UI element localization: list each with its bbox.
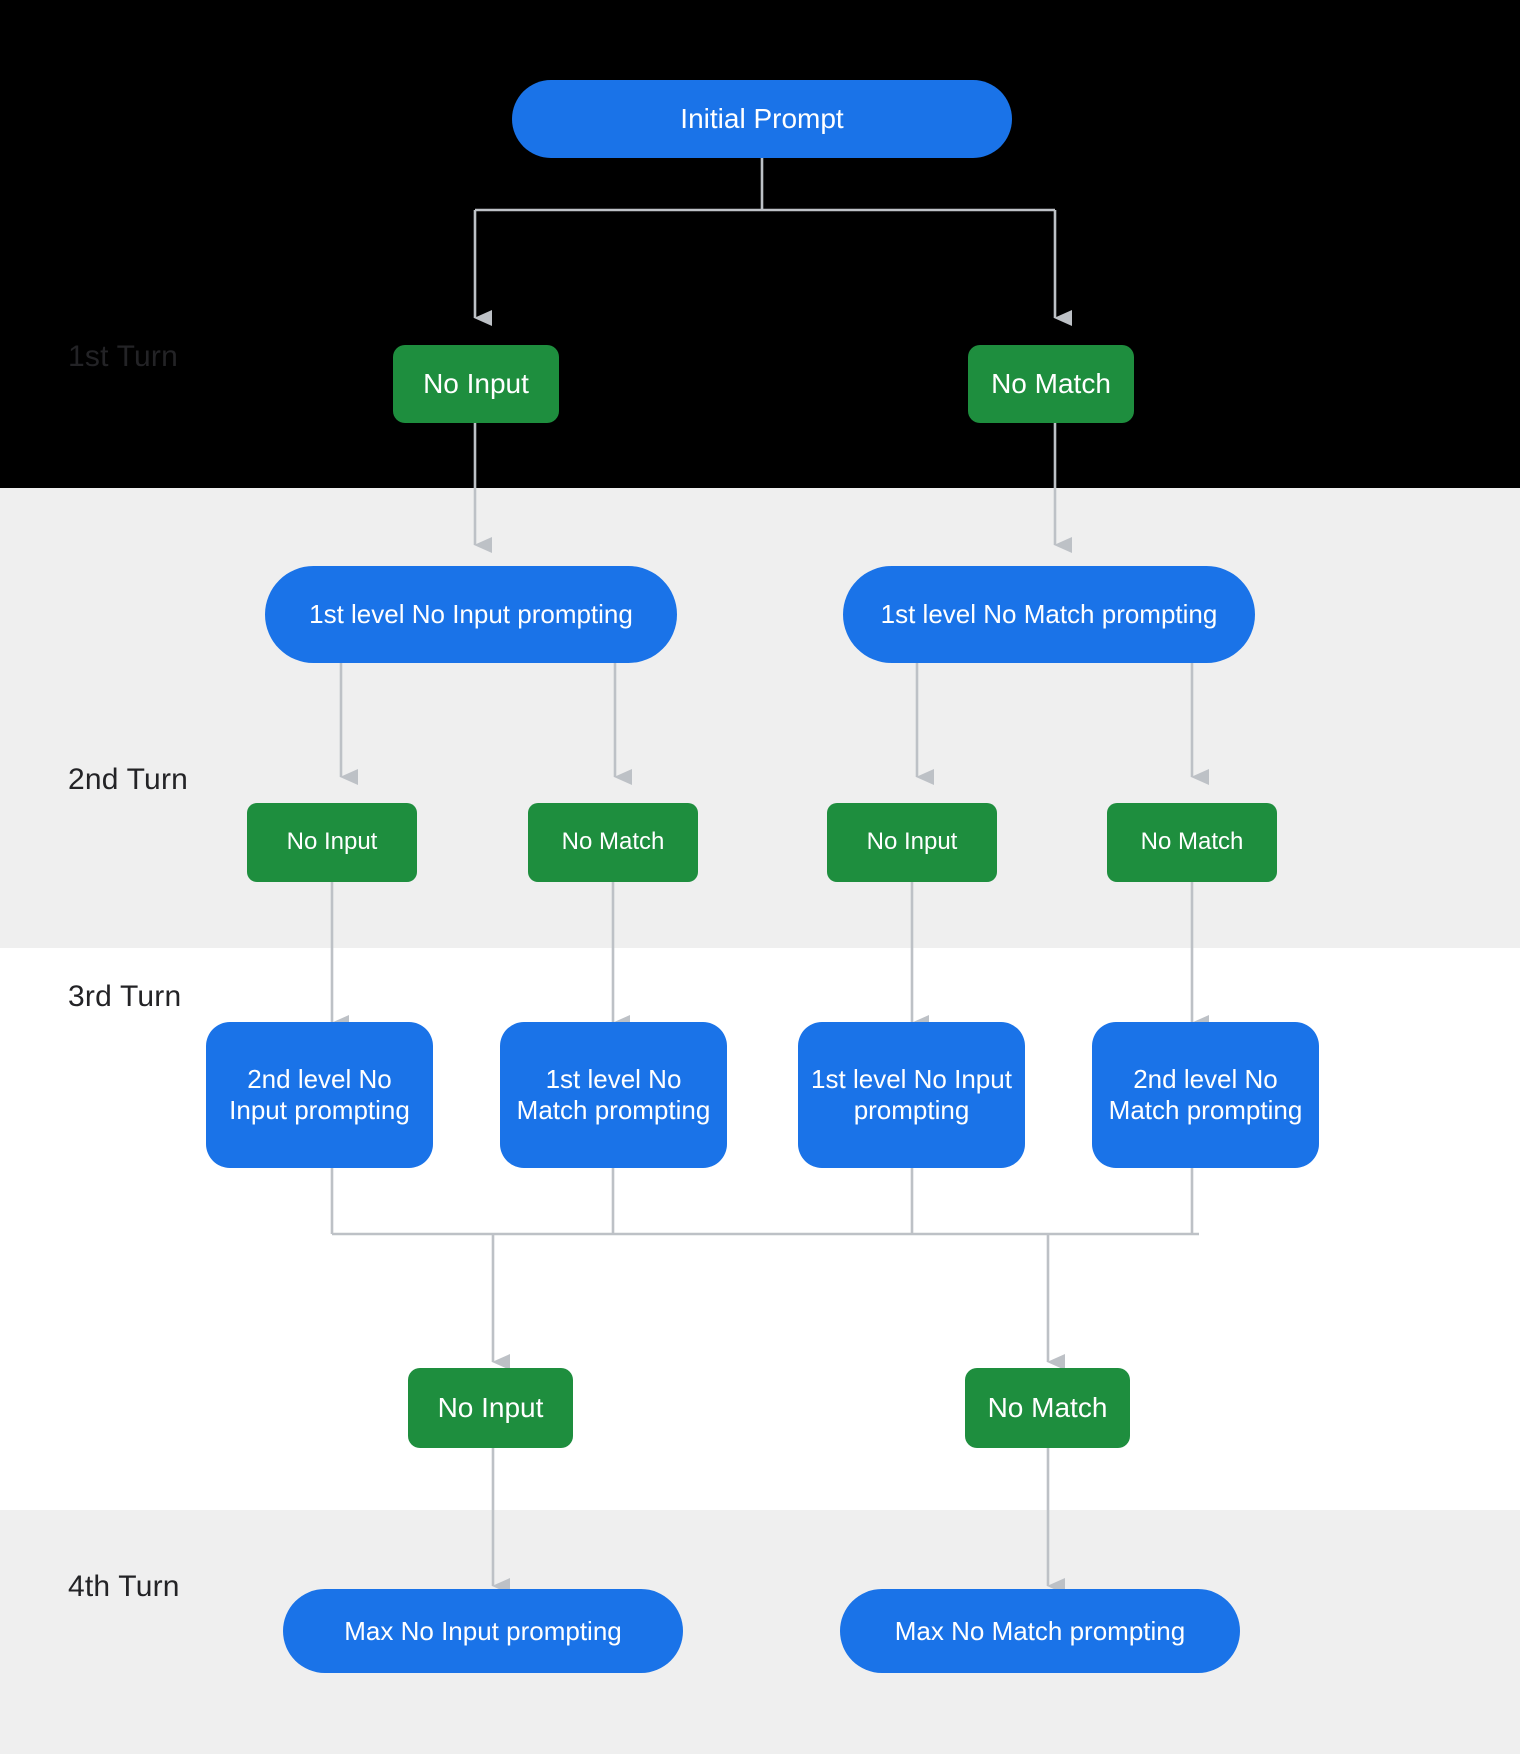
node-turn1-no-input[interactable]: No Input [393, 345, 559, 423]
node-prompt-max-no-input[interactable]: Max No Input prompting [283, 1589, 683, 1673]
node-turn1-no-match[interactable]: No Match [968, 345, 1134, 423]
node-turn3-no-input[interactable]: No Input [408, 1368, 573, 1448]
band-4th-turn [0, 1510, 1520, 1754]
node-turn2-no-input-left[interactable]: No Input [247, 803, 417, 882]
node-prompt-max-no-match[interactable]: Max No Match prompting [840, 1589, 1240, 1673]
node-turn3-no-match[interactable]: No Match [965, 1368, 1130, 1448]
band-2nd-turn [0, 488, 1520, 948]
node-prompt-1st-level-no-input-b[interactable]: 1st level No Input prompting [798, 1022, 1025, 1168]
node-turn2-no-match-left[interactable]: No Match [528, 803, 698, 882]
node-turn2-no-match-right[interactable]: No Match [1107, 803, 1277, 882]
turn-label-1st: 1st Turn [68, 340, 178, 373]
turn-label-2nd: 2nd Turn [68, 763, 189, 796]
node-prompt-2nd-level-no-input[interactable]: 2nd level No Input prompting [206, 1022, 433, 1168]
node-prompt-2nd-level-no-match[interactable]: 2nd level No Match prompting [1092, 1022, 1319, 1168]
node-prompt-1st-level-no-match[interactable]: 1st level No Match prompting [843, 566, 1255, 663]
node-turn2-no-input-right[interactable]: No Input [827, 803, 997, 882]
turn-label-3rd: 3rd Turn [68, 980, 182, 1013]
node-prompt-1st-level-no-match-b[interactable]: 1st level No Match prompting [500, 1022, 727, 1168]
node-prompt-1st-level-no-input[interactable]: 1st level No Input prompting [265, 566, 677, 663]
turn-label-4th: 4th Turn [68, 1570, 180, 1603]
band-1st-turn [0, 0, 1520, 488]
node-initial-prompt[interactable]: Initial Prompt [512, 80, 1012, 158]
